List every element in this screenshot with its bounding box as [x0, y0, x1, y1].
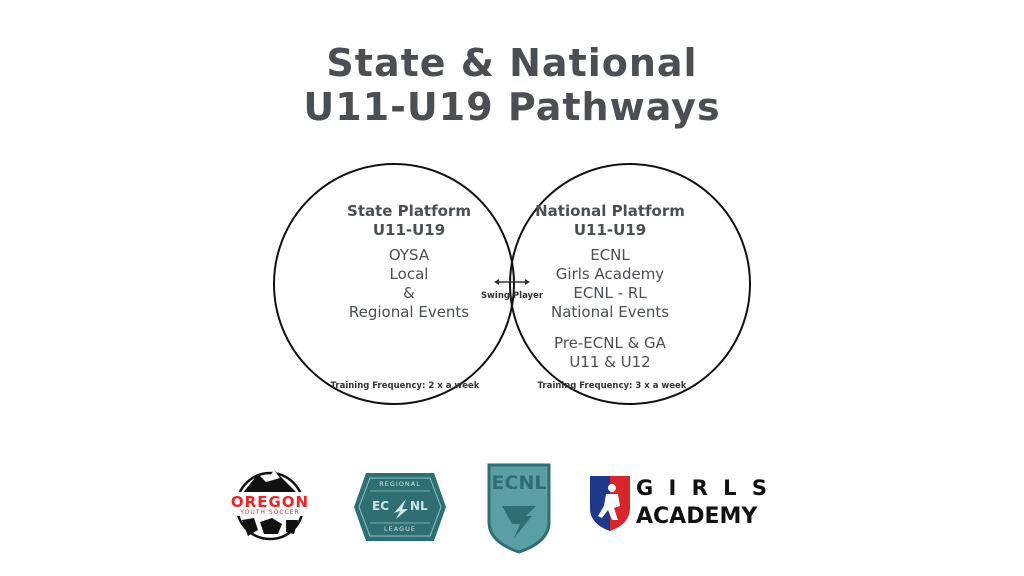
regional-bottom-text: LEAGUE: [384, 525, 416, 533]
national-heading: National Platform: [535, 202, 685, 220]
state-item: &: [403, 284, 415, 302]
oregon-emblem-icon: [220, 470, 320, 541]
state-item: OYSA: [388, 246, 430, 264]
page-title-line-2: U11-U19 Pathways: [303, 85, 721, 129]
national-platform-block: National Platform U11-U19 ECNL Girls Aca…: [515, 202, 705, 372]
national-training-frequency: Training Frequency: 3 x a week: [537, 381, 687, 391]
national-item: Girls Academy: [555, 265, 665, 283]
national-item: ECNL - RL: [573, 284, 647, 302]
regional-left-text: EC: [372, 499, 390, 513]
girls-academy-logo: G I R L S ACADEMY: [588, 474, 788, 534]
ecnl-shield-icon: [487, 463, 551, 554]
national-item: Pre-ECNL & GA: [554, 334, 666, 352]
academy-wordmark: ACADEMY: [636, 504, 758, 529]
swing-arrow-icon: [494, 279, 530, 285]
national-item: ECNL: [590, 246, 630, 264]
state-circle: [273, 163, 515, 405]
ecnl-logo: ECNL: [486, 462, 552, 554]
state-platform-block: State Platform U11-U19 OYSA Local & Regi…: [314, 202, 504, 322]
state-training-frequency: Training Frequency: 2 x a week: [330, 381, 480, 391]
regional-right-text: NL: [410, 499, 428, 513]
ecnl-wordmark: ECNL: [491, 472, 547, 494]
girls-academy-shield-icon: [590, 476, 630, 531]
national-item: National Events: [550, 303, 670, 321]
regional-league-badge-icon: [354, 473, 446, 541]
national-subheading: U11-U19: [573, 221, 647, 239]
oregon-youth-soccer-logo: OREGON YOUTH SOCCER: [220, 460, 320, 552]
oregon-subtitle: YOUTH SOCCER: [240, 509, 300, 516]
state-heading: State Platform: [347, 202, 471, 220]
state-subheading: U11-U19: [372, 221, 446, 239]
girls-wordmark: G I R L S: [636, 476, 771, 500]
regional-top-text: REGIONAL: [379, 480, 421, 488]
regional-league-logo: REGIONAL EC NL LEAGUE: [352, 469, 448, 545]
state-item: Local: [389, 265, 429, 283]
oregon-wordmark: OREGON: [230, 493, 310, 511]
national-item: U11 & U12: [569, 353, 651, 371]
swing-player-label: Swing Player: [480, 291, 544, 301]
page-title-line-1: State & National: [326, 41, 698, 85]
state-item: Regional Events: [348, 303, 470, 321]
national-circle: [509, 163, 751, 405]
